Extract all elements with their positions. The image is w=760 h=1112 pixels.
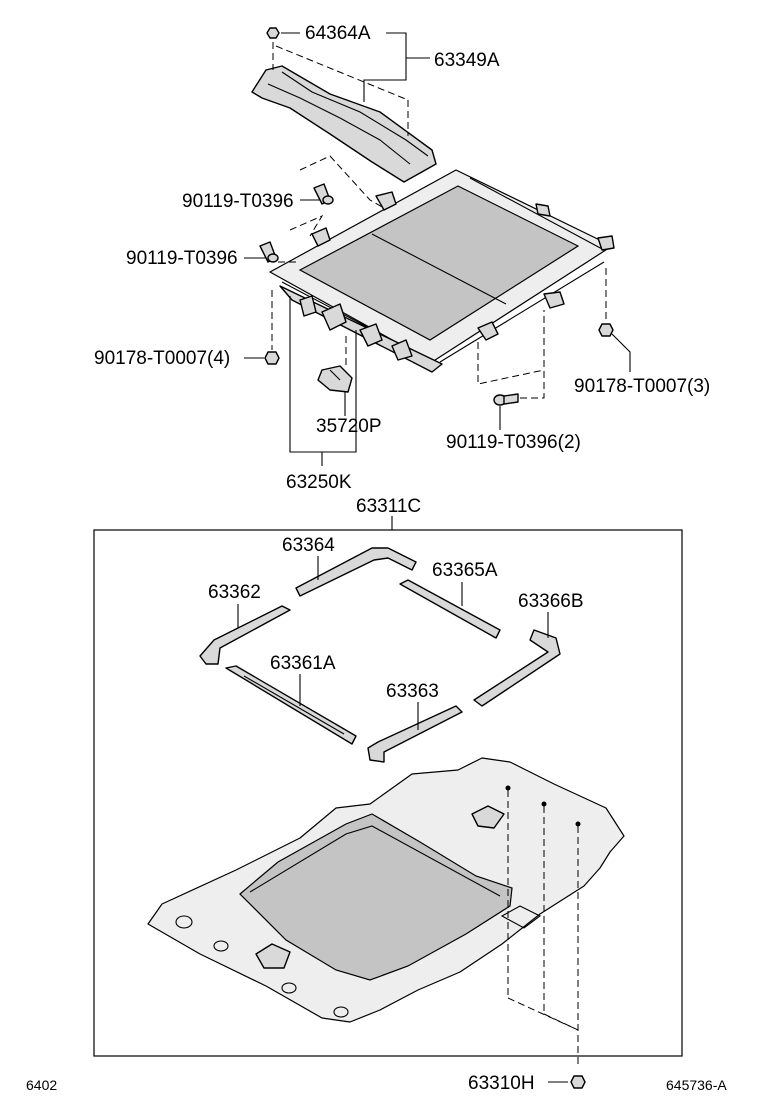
label-63362: 63362	[208, 582, 261, 603]
label-motor: 35720P	[316, 416, 382, 437]
clip-63310h	[570, 1075, 586, 1089]
label-63349a: 63349A	[434, 50, 500, 71]
label-housing: 63250K	[286, 472, 352, 493]
nut-64364a	[266, 27, 280, 39]
label-63366b: 63366B	[518, 591, 584, 612]
bolt-bottom	[493, 393, 519, 406]
label-nut-right: 90178-T0007(3)	[574, 376, 710, 397]
sunroof-housing	[269, 169, 615, 373]
label-63361a: 63361A	[270, 653, 336, 674]
headliner-panel	[147, 757, 625, 1023]
footer-left-code: 6402	[26, 1077, 57, 1093]
label-64364a: 64364A	[305, 23, 371, 44]
trim-63363	[367, 705, 463, 763]
label-bolt-upper: 90119-T0396	[182, 191, 294, 212]
footer-right-code: 645736-A	[666, 1077, 727, 1093]
label-bolt-middle: 90119-T0396	[126, 248, 238, 269]
motor-35720p	[317, 365, 353, 393]
label-nut-left: 90178-T0007(4)	[94, 348, 230, 369]
label-63364: 63364	[282, 535, 335, 556]
assembly-frame	[93, 529, 683, 1057]
trim-63362	[199, 605, 291, 665]
label-63310h: 63310H	[468, 1073, 535, 1094]
nut-left	[264, 351, 280, 365]
label-bolt-bottom: 90119-T0396(2)	[446, 432, 581, 453]
label-headlining-assy: 63311C	[356, 496, 421, 517]
label-63363: 63363	[386, 681, 439, 702]
bolt-middle	[259, 241, 279, 263]
trim-63361a	[225, 665, 357, 745]
bolt-upper	[313, 183, 334, 205]
trim-63366b	[473, 629, 561, 707]
trim-63365a	[399, 579, 501, 639]
trim-63364	[295, 547, 417, 597]
label-63365a: 63365A	[432, 560, 498, 581]
garnish-part	[251, 65, 437, 183]
nut-right	[598, 323, 614, 337]
